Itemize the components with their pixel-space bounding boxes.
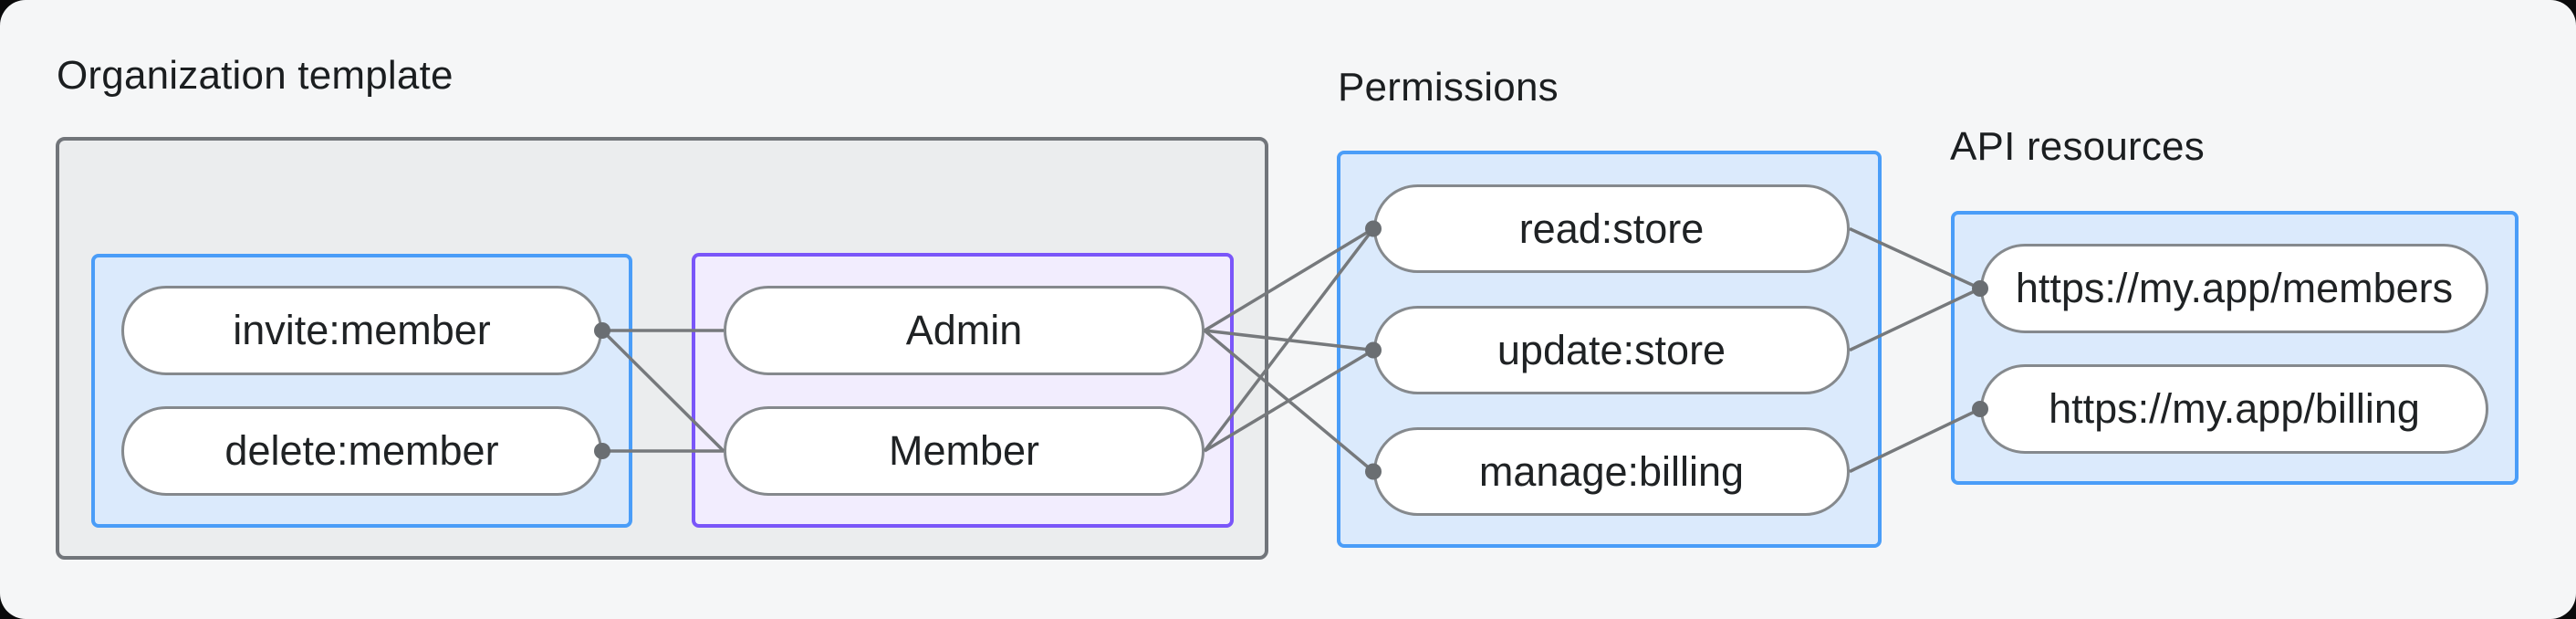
node-manage-billing: manage:billing [1373, 427, 1850, 516]
node-admin: Admin [724, 286, 1205, 375]
node-read-store: read:store [1373, 184, 1850, 273]
node-invite-member: invite:member [121, 286, 602, 375]
api-resources-label: API resources [1950, 124, 2205, 169]
permissions-label: Permissions [1338, 65, 1559, 110]
node-billing-api: https://my.app/billing [1980, 364, 2488, 454]
node-update-store: update:store [1373, 306, 1850, 394]
node-member: Member [724, 406, 1205, 496]
node-members-api: https://my.app/members [1980, 244, 2488, 333]
node-delete-member: delete:member [121, 406, 602, 496]
diagram-title: Organization template [57, 53, 454, 98]
